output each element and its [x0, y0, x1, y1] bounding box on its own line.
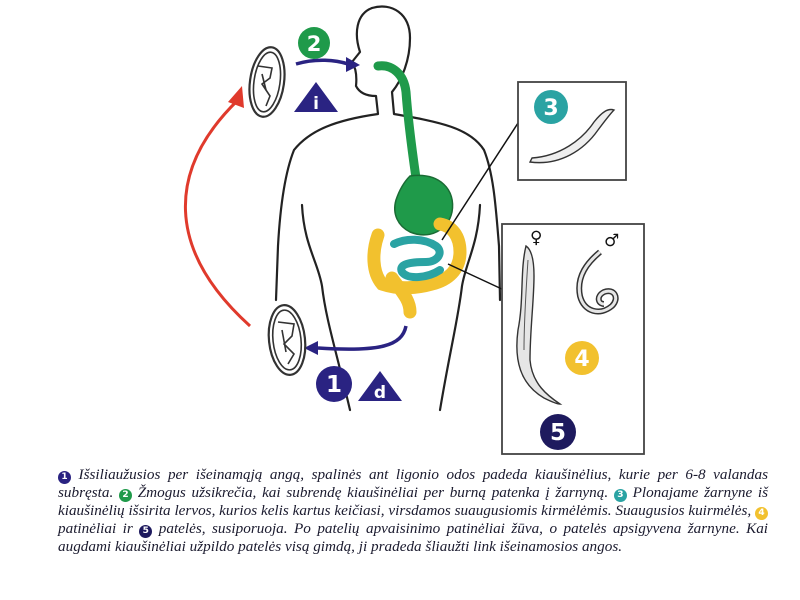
caption-stage-5-marker: 5 — [139, 525, 153, 538]
ingestion-arrowhead — [346, 57, 360, 72]
caption-stage-1-marker: 1 — [58, 471, 71, 484]
caption-text-2: Žmogus užsikrečia, kai subrendę kiaušinė… — [137, 484, 609, 501]
pinworm-life-cycle-diagram: ♀ ♂ 1 2 3 4 5 i d — [184, 5, 645, 455]
svg-text:2: 2 — [307, 32, 322, 56]
svg-text:4: 4 — [574, 347, 589, 372]
larva-panel — [517, 81, 627, 181]
svg-text:5: 5 — [550, 420, 566, 446]
caption-text-3: Plonajame žarnyne iš kiaušinėlių išsirit… — [58, 484, 769, 519]
rectum — [385, 271, 417, 319]
svg-text:i: i — [313, 94, 319, 114]
life-cycle-caption: 1 Išsiliaužusios per išeinamąją angą, sp… — [58, 466, 768, 556]
female-symbol: ♀ — [530, 228, 542, 248]
stage-badge-1: 1 — [316, 366, 352, 402]
ingestion-arrow — [295, 58, 349, 66]
caption-text-5: patelės, susiporuoja. Po patelių apvaisi… — [58, 520, 769, 555]
caption-text-4: patinėliai ir — [58, 520, 133, 537]
svg-text:1: 1 — [326, 372, 342, 398]
larva-worm — [528, 108, 616, 164]
red-cycle-arrowhead — [228, 86, 244, 108]
digestive-tract-upper — [373, 61, 454, 236]
caption-stage-3-marker: 3 — [613, 489, 627, 502]
svg-text:d: d — [374, 383, 386, 403]
svg-text:3: 3 — [543, 96, 558, 121]
red-cycle-arrow — [184, 98, 252, 328]
caption-text-1: Išsiliaužusios per išeinamąją angą, spal… — [58, 466, 768, 501]
exit-arrowhead — [304, 341, 318, 355]
caption-stage-4-marker: 4 — [755, 507, 769, 520]
stage-badge-2: 2 — [298, 27, 330, 59]
stage-badge-5: 5 — [540, 414, 576, 450]
stage-badge-3: 3 — [534, 90, 568, 124]
large-intestine — [367, 217, 467, 295]
small-intestine — [390, 235, 444, 281]
male-symbol: ♂ — [604, 231, 619, 251]
egg-laid — [267, 304, 307, 376]
female-worm — [516, 244, 563, 405]
egg-embryonated — [248, 46, 286, 118]
pointer-lines — [441, 119, 521, 291]
adult-worms-panel: ♀ ♂ — [501, 223, 645, 455]
caption-stage-2-marker: 2 — [119, 489, 132, 502]
stage-badge-4: 4 — [565, 341, 599, 375]
exit-arrow — [317, 325, 408, 351]
diagnostic-stage-badge: d — [358, 371, 402, 403]
infective-stage-badge: i — [294, 82, 338, 114]
